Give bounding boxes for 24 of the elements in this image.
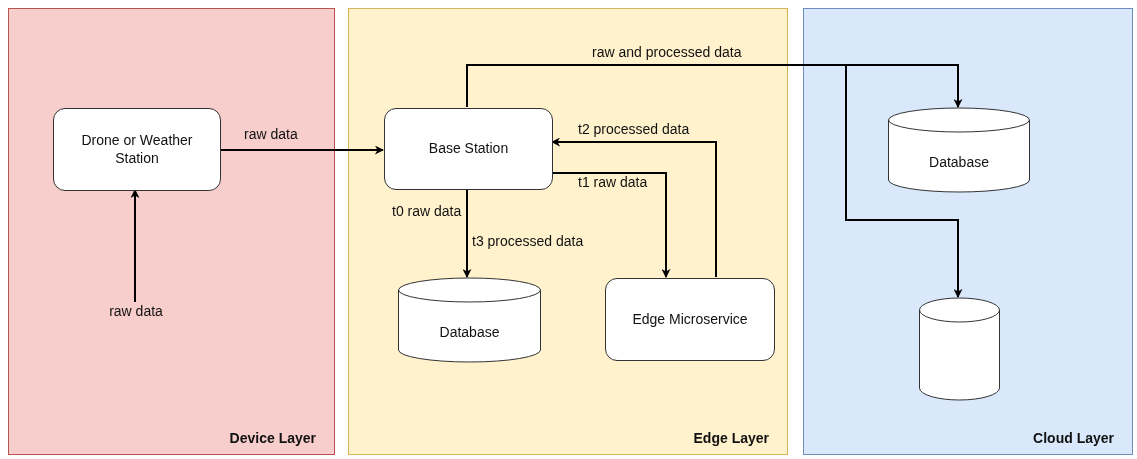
edge-label: t1 raw data [578,174,648,190]
edge-label: t0 raw data [392,203,462,219]
edge-label: raw and processed data [592,44,742,60]
process-box: Base Station [384,108,553,190]
layer-panel [8,8,335,455]
process-box: Edge Microservice [605,278,775,361]
database-cylinder: Database [888,108,1030,192]
arrow [462,188,472,278]
node-label: Edge Layer [693,430,769,446]
layer-panel [348,8,788,455]
database-cylinder: Database [398,278,541,362]
node-label: Cloud Layer [1033,430,1114,446]
arrow [551,137,717,278]
process-box: Drone or Weather Station [53,108,221,191]
edge-label: raw data [244,126,298,142]
database-cylinder [919,298,1000,400]
arrow [130,189,140,303]
node-label: Device Layer [229,430,316,446]
arrow [551,172,671,278]
edge-label: t2 processed data [578,121,690,137]
source-label: raw data [96,303,176,323]
arrow [219,145,384,155]
layer-panel [803,8,1133,455]
data-label: t3 processed data [472,233,584,249]
